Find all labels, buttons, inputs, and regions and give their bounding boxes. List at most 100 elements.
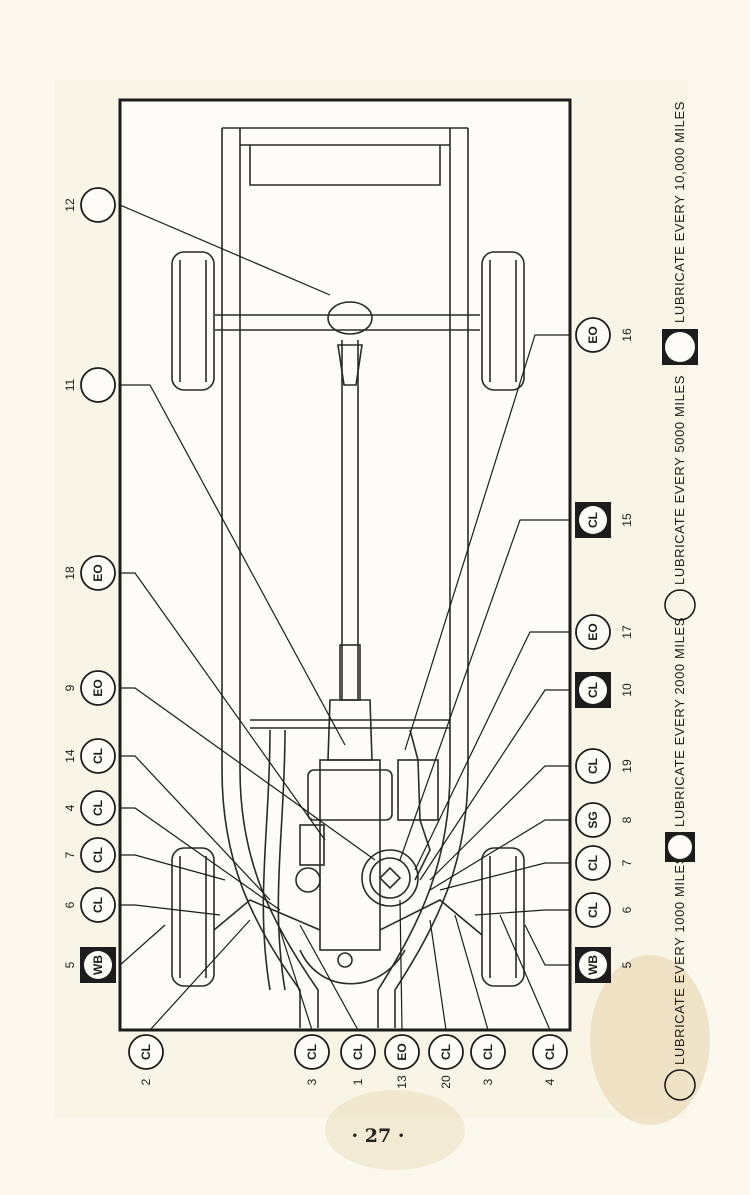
callout-circle-icon xyxy=(128,1034,164,1070)
legend-item-5000: LUBRICATE EVERY 5000 MILES xyxy=(672,375,687,585)
callout-circle-icon xyxy=(80,837,116,873)
callout-number: 6 xyxy=(63,901,77,908)
callout-number: 1 xyxy=(351,1078,365,1085)
callout-code: EO xyxy=(395,1043,409,1060)
callout-code: CL xyxy=(91,847,105,863)
callout-code: EO xyxy=(586,623,600,640)
callout-circle-icon xyxy=(80,555,116,591)
legend-circle-icon xyxy=(664,589,696,621)
callout-circle-icon xyxy=(575,317,611,353)
callout-number: 7 xyxy=(620,859,634,866)
callout-bottom-4: CL 19 xyxy=(575,748,634,784)
callout-number: 8 xyxy=(620,816,634,823)
callout-circle-icon xyxy=(575,802,611,838)
callout-circle-icon xyxy=(84,951,112,979)
callout-bottom-5: CL 10 xyxy=(575,672,634,708)
callout-left-3: EO 13 xyxy=(384,1034,420,1089)
callout-circle-icon xyxy=(470,1034,506,1070)
callout-code: CL xyxy=(351,1044,365,1060)
callout-circle-icon xyxy=(80,367,116,403)
callout-code: CL xyxy=(543,1044,557,1060)
chassis-diagram xyxy=(118,98,572,1032)
callout-code: EO xyxy=(91,679,105,696)
front-wheel xyxy=(481,847,525,987)
legend-item-1000: LUBRICATE EVERY 1000 MILES xyxy=(672,855,687,1065)
callout-number: 3 xyxy=(481,1078,495,1085)
page-number: · 27 · xyxy=(352,1125,405,1147)
callout-bottom-2: CL 7 xyxy=(575,845,634,881)
callout-top-2: CL7 xyxy=(63,837,116,873)
callout-circle-icon xyxy=(579,676,607,704)
legend-circle-in-square-icon xyxy=(665,832,695,862)
callout-circle-icon xyxy=(579,506,607,534)
callout-number: 19 xyxy=(620,759,634,773)
callout-number: 13 xyxy=(395,1075,409,1089)
callout-circle-icon xyxy=(428,1034,464,1070)
legend: LUBRICATE EVERY 1000 MILES LUBRICATE EVE… xyxy=(662,101,698,1101)
callout-bottom-3: SG 8 xyxy=(575,802,634,838)
callout-number: 2 xyxy=(139,1078,153,1085)
callout-number: 6 xyxy=(620,906,634,913)
callout-number: 17 xyxy=(620,625,634,639)
callout-circle-icon xyxy=(80,790,116,826)
callout-circle-icon xyxy=(575,892,611,928)
callout-left-5: CL3 xyxy=(470,1034,506,1085)
callout-code: CL xyxy=(439,1044,453,1060)
callout-circle-icon xyxy=(80,670,116,706)
callout-code: CL xyxy=(91,897,105,913)
callout-number: 4 xyxy=(543,1078,557,1085)
callout-number: 9 xyxy=(63,684,77,691)
callout-circle-icon xyxy=(575,614,611,650)
callout-circle-icon xyxy=(575,748,611,784)
callout-code: SG xyxy=(586,811,600,828)
callout-number: 3 xyxy=(305,1078,319,1085)
callout-code: WB xyxy=(586,955,600,975)
legend-item-2000: LUBRICATE EVERY 2000 MILES xyxy=(672,617,687,827)
callout-number: 4 xyxy=(63,804,77,811)
callout-code: CL xyxy=(586,682,600,698)
callout-code: CL xyxy=(139,1044,153,1060)
legend-item-10000: LUBRICATE EVERY 10,000 MILES xyxy=(672,101,687,323)
callout-code: CL xyxy=(91,800,105,816)
callout-left-0: CL 2 xyxy=(128,1034,164,1085)
callout-circle-icon xyxy=(384,1034,420,1070)
legend-filled-square-inner xyxy=(665,332,695,362)
callout-circle-icon xyxy=(294,1034,330,1070)
callout-number: 5 xyxy=(63,961,77,968)
callout-number: 14 xyxy=(63,749,77,763)
legend-circle-icon xyxy=(664,1069,696,1101)
callout-top-1: CL 6 xyxy=(63,887,116,923)
front-wheel xyxy=(171,847,215,987)
callout-top-8: 12 xyxy=(63,187,116,223)
callout-circle-icon xyxy=(80,887,116,923)
leader-lines xyxy=(119,204,570,1031)
callout-code: CL xyxy=(586,758,600,774)
callout-left-1: CL 3 xyxy=(294,1034,330,1085)
callout-code: EO xyxy=(91,564,105,581)
rear-wheel xyxy=(481,251,525,391)
callout-top-0: WB5 xyxy=(63,947,116,983)
stain xyxy=(325,1090,465,1170)
callout-number: 10 xyxy=(620,683,634,697)
callout-number: 20 xyxy=(439,1075,453,1089)
callout-left-6: CL 4 xyxy=(532,1034,568,1085)
callout-code: CL xyxy=(586,855,600,871)
callout-code: CL xyxy=(586,512,600,528)
callout-circle-icon xyxy=(80,187,116,223)
callout-number: 12 xyxy=(63,198,77,212)
callout-number: 5 xyxy=(620,961,634,968)
callout-bottom-7: CL 15 xyxy=(575,502,634,538)
callout-number: 18 xyxy=(63,566,77,580)
callout-circle-icon xyxy=(575,845,611,881)
callout-code: CL xyxy=(305,1044,319,1060)
callout-number: 15 xyxy=(620,513,634,527)
callout-bottom-0: WB 5 xyxy=(575,947,634,983)
callout-top-7: 11 xyxy=(63,367,116,403)
rear-wheel xyxy=(171,251,215,391)
